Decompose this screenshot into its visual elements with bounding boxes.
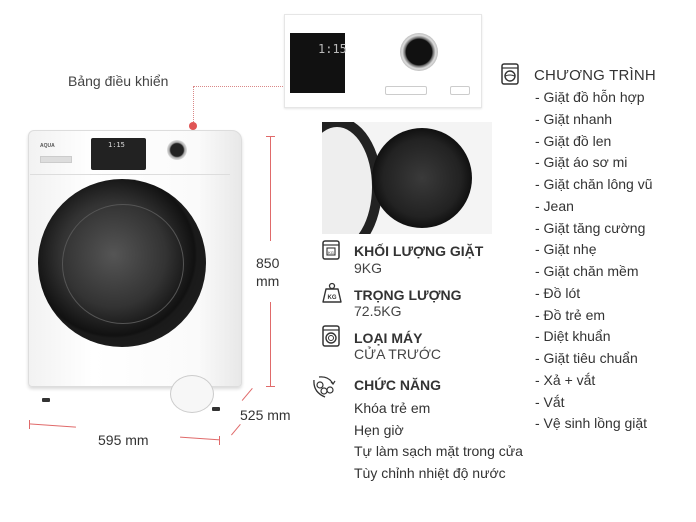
programs-title: CHƯƠNG TRÌNH	[534, 67, 656, 84]
washer-foot	[212, 407, 220, 411]
width-dimension-cap-left	[29, 420, 30, 429]
washer-display	[91, 138, 146, 170]
height-dimension-cap-bottom	[266, 386, 275, 387]
washer-filter-cover	[170, 375, 214, 413]
program-item: - Jean	[535, 198, 574, 214]
control-panel-knob	[400, 33, 438, 71]
front-load-washer-icon	[322, 325, 340, 347]
washer-foot	[42, 398, 50, 402]
control-panel-buttons	[385, 86, 427, 95]
program-item: - Xả + vắt	[535, 372, 596, 388]
spec-title: LOẠI MÁY	[354, 330, 423, 346]
height-dimension-line-top	[270, 136, 271, 241]
washer-program-knob	[167, 140, 187, 160]
program-item: - Giặt tăng cường	[535, 220, 646, 236]
control-panel-readout: 1:15	[318, 42, 347, 56]
feature-item: Hẹn giờ	[354, 422, 404, 438]
width-dimension-line-right	[180, 436, 220, 441]
gears-feature-icon	[313, 376, 336, 398]
program-item: - Giặt chăn lông vũ	[535, 176, 653, 192]
drum-closeup-image	[322, 122, 492, 234]
program-item: - Giặt đồ len	[535, 133, 612, 149]
callout-dot	[189, 122, 197, 130]
program-item: - Giặt tiêu chuẩn	[535, 350, 638, 366]
spec-title: KHỐI LƯỢNG GIẶT	[354, 243, 484, 259]
width-dimension-cap-right	[219, 436, 220, 445]
program-item: - Giặt đồ hỗn hợp	[535, 89, 645, 105]
program-item: - Giặt áo sơ mi	[535, 154, 628, 170]
kg-weight-icon: KG	[322, 282, 342, 303]
washer-brand-logo: AQUA	[40, 143, 55, 149]
spec-value: 72.5KG	[354, 303, 402, 319]
washer-panel-strip	[30, 130, 230, 175]
washer-weight-icon: KG	[322, 240, 340, 260]
washer-door-glass	[62, 204, 184, 324]
program-item: - Vắt	[535, 394, 565, 410]
height-dimension-line-bottom	[270, 302, 271, 386]
spec-value: 9KG	[354, 260, 383, 276]
control-panel-display	[290, 33, 345, 93]
control-panel-power-button	[450, 86, 470, 95]
callout-line-horizontal	[193, 86, 285, 87]
program-item: - Giặt nhẹ	[535, 241, 597, 257]
program-item: - Đồ trẻ em	[535, 307, 606, 323]
feature-item: Tự làm sạch mặt trong cửa	[354, 443, 523, 459]
callout-line-vertical	[193, 86, 194, 124]
height-value: 850	[256, 255, 280, 271]
control-panel-callout-label: Bảng điều khiển	[68, 73, 169, 89]
drum	[372, 128, 472, 228]
height-unit: mm	[256, 273, 280, 289]
depth-dimension-line-top	[241, 388, 253, 401]
program-item: - Diệt khuẩn	[535, 328, 611, 344]
program-item: - Giặt nhanh	[535, 111, 613, 127]
feature-item: Khóa trẻ em	[354, 400, 431, 416]
washing-machine-icon	[501, 63, 519, 85]
features-title: CHỨC NĂNG	[354, 377, 442, 393]
svg-text:KG: KG	[328, 250, 334, 255]
program-item: - Đồ lót	[535, 285, 581, 301]
washer-display-readout: 1:15	[108, 141, 125, 149]
width-dimension-line-left	[29, 423, 76, 428]
svg-text:KG: KG	[328, 295, 337, 301]
width-value: 595 mm	[98, 432, 149, 448]
detergent-drawer	[40, 156, 72, 163]
depth-value: 525 mm	[240, 407, 291, 423]
depth-dimension-line-bottom	[231, 424, 241, 436]
feature-item: Tùy chỉnh nhiệt độ nước	[354, 465, 506, 481]
spec-value: CỬA TRƯỚC	[354, 346, 442, 362]
program-item: - Giặt chăn mềm	[535, 263, 639, 279]
height-dimension-cap-top	[266, 136, 275, 137]
program-item: - Vệ sinh lồng giặt	[535, 415, 648, 431]
spec-title: TRỌNG LƯỢNG	[354, 287, 462, 303]
